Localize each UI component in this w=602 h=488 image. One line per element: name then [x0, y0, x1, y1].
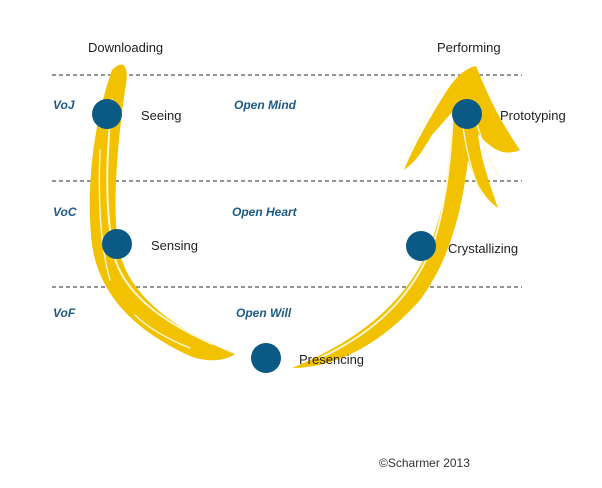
label-sensing: Sensing: [151, 238, 198, 253]
copyright-text: ©Scharmer 2013: [379, 456, 470, 470]
label-seeing: Seeing: [141, 108, 182, 123]
label-downloading: Downloading: [88, 40, 164, 55]
node-seeing: [92, 99, 122, 129]
level-voice-vof: VoF: [53, 306, 76, 320]
left-arm-brushstroke: [89, 64, 236, 361]
level-voice-voj: VoJ: [53, 98, 75, 112]
node-sensing: [102, 229, 132, 259]
level-open-mind: Open Mind: [234, 98, 296, 112]
label-crystallizing: Crystallizing: [448, 241, 519, 256]
node-presencing: [251, 343, 281, 373]
label-performing: Performing: [437, 40, 501, 55]
right-arm-brushstroke: [292, 66, 520, 368]
label-prototyping: Prototyping: [500, 108, 566, 123]
node-prototyping: [452, 99, 482, 129]
level-voice-voc: VoC: [53, 205, 77, 219]
level-open-will: Open Will: [236, 306, 292, 320]
node-crystallizing: [406, 231, 436, 261]
label-presencing: Presencing: [299, 352, 365, 367]
level-open-heart: Open Heart: [232, 205, 297, 219]
